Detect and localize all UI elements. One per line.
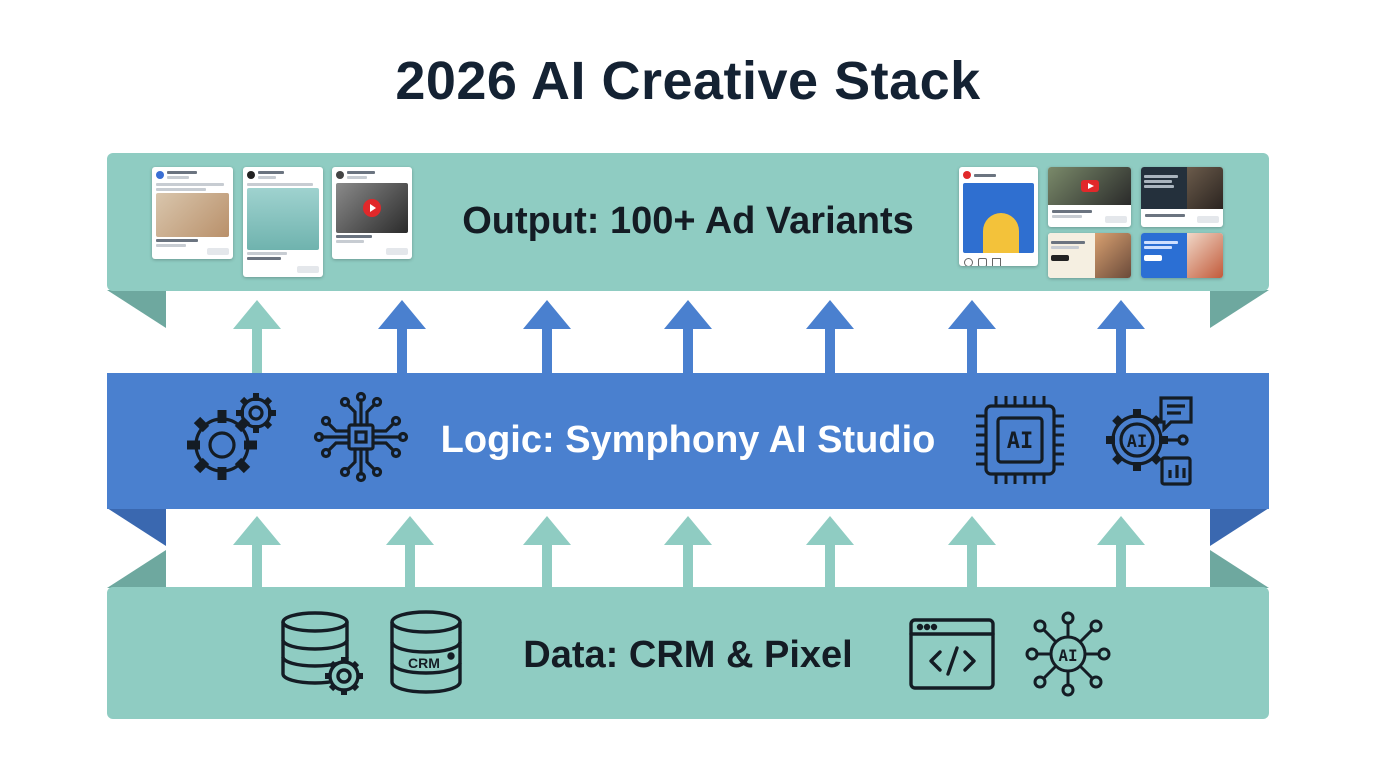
ai-chip-icon: [976, 396, 1064, 484]
page-title: 2026 AI Creative Stack: [395, 51, 981, 111]
data-fold-left: [107, 550, 166, 588]
database-crm-text: CRM: [408, 655, 440, 671]
data-fold-right: [1210, 550, 1269, 588]
logic-band: [107, 373, 1269, 509]
arrow-up-icon: [806, 516, 854, 587]
ad-variant-card: [1141, 233, 1223, 278]
band-folds: [107, 290, 1269, 588]
arrow-up-icon: [233, 300, 281, 373]
arrow-up-icon: [806, 300, 854, 373]
ad-variant-card: [332, 167, 412, 259]
arrow-up-icon: [378, 300, 426, 373]
ad-variant-card: [1048, 233, 1131, 278]
ai-gear-chat-chart-icon: [1106, 396, 1193, 486]
logic-fold-right: [1210, 508, 1269, 546]
ad-variant-card: [959, 167, 1038, 266]
logic-fold-left: [107, 508, 166, 546]
ai-chip-text: AI: [1007, 429, 1034, 454]
output-layer-label: Output: 100+ Ad Variants: [462, 200, 914, 242]
arrow-up-icon: [1097, 516, 1145, 587]
arrow-up-icon: [948, 300, 996, 373]
arrow-up-icon: [948, 516, 996, 587]
circuit-chip-icon: [313, 391, 409, 483]
gears-icon: [187, 393, 276, 480]
output-fold-right: [1210, 290, 1269, 328]
arrow-up-icon: [523, 300, 571, 373]
arrow-up-icon: [523, 516, 571, 587]
output-fold-left: [107, 290, 166, 328]
ad-variant-card: [152, 167, 233, 259]
ai-gear-text: AI: [1127, 432, 1147, 452]
code-window-icon: [909, 618, 995, 690]
data-layer-label: Data: CRM & Pixel: [523, 634, 853, 676]
logic-layer-label: Logic: Symphony AI Studio: [440, 419, 936, 461]
arrow-up-icon: [233, 516, 281, 587]
database-gear-icon: [281, 611, 363, 695]
play-icon: [1080, 180, 1099, 192]
arrows-logic-to-output: [233, 300, 1145, 373]
share-icon: [992, 258, 1001, 266]
arrow-up-icon: [1097, 300, 1145, 373]
comment-icon: [978, 258, 987, 266]
database-crm-icon: [390, 610, 462, 694]
ad-variant-card: [243, 167, 323, 277]
ai-network-icon: [1025, 611, 1111, 697]
ad-variant-card: [1141, 167, 1223, 227]
arrow-up-icon: [664, 300, 712, 373]
heart-icon: [964, 258, 973, 266]
arrow-up-icon: [664, 516, 712, 587]
arrow-up-icon: [386, 516, 434, 587]
play-icon: [363, 199, 381, 217]
arrows-data-to-logic: [233, 516, 1145, 587]
ad-variant-card: [1048, 167, 1131, 227]
ai-network-text: AI: [1058, 646, 1077, 665]
